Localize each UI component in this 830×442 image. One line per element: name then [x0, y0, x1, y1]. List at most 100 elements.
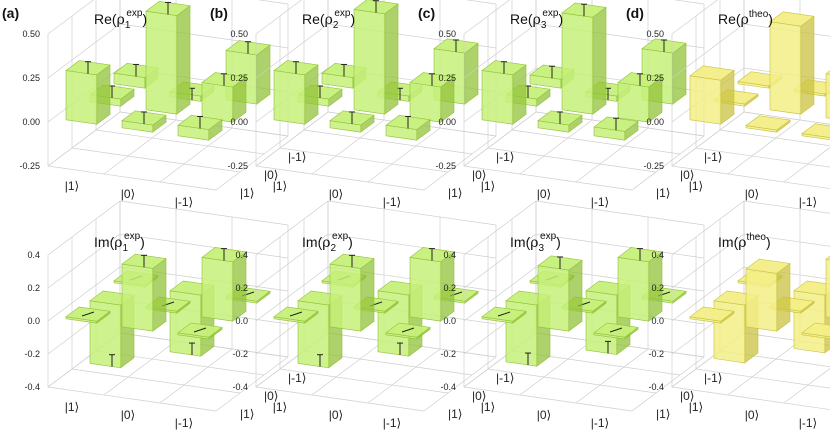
bar-1-3 [385, 114, 431, 141]
grid-line [95, 129, 265, 155]
z-tick-label: 0.00 [230, 117, 248, 127]
bar-2-3 [825, 70, 830, 119]
z-tick-label: 0.0 [651, 316, 664, 326]
x-basis-label: |-1⟩ [175, 416, 193, 430]
bar-top [793, 280, 830, 296]
x-basis-label: |-1⟩ [799, 195, 817, 209]
y-basis-label: |0⟩ [472, 389, 486, 403]
grid-line [671, 23, 830, 79]
grid-line [743, 111, 830, 125]
bar-2-2 [561, 2, 607, 115]
error-bar [289, 311, 303, 317]
y-basis-label: |-1⟩ [496, 150, 514, 164]
y-basis-label: |-1⟩ [288, 371, 306, 385]
grid-line [575, 348, 649, 404]
bar-1-2 [329, 253, 375, 332]
x-basis-label: |1⟩ [273, 400, 287, 414]
bar-face [801, 133, 830, 141]
grid-line [519, 119, 593, 175]
bar-side [776, 262, 791, 332]
grid-line [367, 348, 441, 404]
y-basis-label: |0⟩ [472, 168, 486, 182]
grid-line [671, 386, 830, 410]
bar-face [769, 21, 802, 115]
grid-line [367, 127, 441, 183]
bar-2-3 [201, 72, 247, 123]
grid-line [511, 129, 681, 155]
grid-line [311, 340, 385, 396]
z-tick-label: -0.4 [648, 382, 664, 392]
x-basis-label: |1⟩ [65, 400, 79, 414]
grid-line [695, 147, 830, 168]
grid-line [255, 111, 329, 167]
bar-side [304, 64, 319, 125]
grid-line [695, 368, 830, 389]
bar-1-1 [65, 306, 111, 324]
grid-line [255, 233, 497, 289]
grid-line [423, 135, 497, 191]
z-tick-label: 0.0 [27, 316, 40, 326]
bar-side [672, 42, 687, 105]
grid-line [47, 111, 121, 167]
y-basis-label: |1⟩ [240, 407, 254, 421]
grid-line [279, 147, 449, 173]
z-tick-label: 0.25 [230, 73, 248, 83]
y-basis-label: |1⟩ [448, 407, 462, 421]
error-bar [609, 327, 623, 333]
bar-face [273, 70, 306, 125]
chart-title: Re(ρ1exp) [94, 8, 147, 31]
chart-title: Im(ρ2exp) [302, 231, 353, 254]
x-basis-label: |0⟩ [745, 408, 759, 422]
grid-line [279, 368, 449, 394]
bar-2-2 [769, 11, 815, 115]
y-basis-label: |-1⟩ [288, 150, 306, 164]
chart-panel-3: 0.500.250.00-0.25|1⟩|0⟩|-1⟩|1⟩|0⟩|-1⟩(c)… [418, 0, 722, 209]
grid-line [463, 165, 633, 191]
z-tick-label: 0.2 [443, 283, 456, 293]
grid-line [719, 129, 830, 147]
y-basis-label: |1⟩ [240, 186, 254, 200]
grid-line [47, 200, 289, 256]
bar-face [409, 257, 442, 322]
grid-line [47, 386, 217, 412]
bar-1-3 [593, 116, 639, 141]
bar-face [561, 12, 594, 115]
grid-line [783, 147, 830, 183]
panel-label: (c) [418, 5, 435, 21]
z-tick-label: 0.4 [235, 250, 248, 260]
z-tick-label: 0.25 [22, 73, 40, 83]
bar-top [745, 115, 791, 131]
z-tick-label: -0.25 [227, 161, 248, 171]
x-basis-label: |0⟩ [121, 187, 135, 201]
bar-top [689, 306, 735, 322]
bar-face [825, 258, 830, 318]
z-tick-label: 0.50 [230, 29, 248, 39]
panel-label: (b) [210, 5, 228, 21]
y-basis-label: |1⟩ [656, 407, 670, 421]
bar-face [121, 263, 154, 332]
bar-side [800, 15, 815, 115]
bar-1-1 [689, 65, 735, 125]
grid-line [47, 23, 289, 79]
y-basis-label: |-1⟩ [496, 371, 514, 385]
bar-side [152, 258, 167, 332]
bar-side [176, 5, 191, 115]
bar-1-2 [121, 253, 167, 332]
x-basis-label: |0⟩ [329, 408, 343, 422]
x-basis-label: |0⟩ [329, 187, 343, 201]
chart-title: Re(ρ3exp) [510, 8, 563, 31]
bar-side [512, 64, 527, 125]
bar-2-2 [353, 0, 399, 115]
grid-line [159, 348, 233, 404]
bar-1-2 [537, 255, 583, 332]
z-tick-label: 0.50 [646, 29, 664, 39]
bar-face [801, 332, 830, 340]
bar-1-1 [273, 306, 319, 324]
x-basis-label: |1⟩ [481, 179, 495, 193]
x-basis-label: |-1⟩ [591, 416, 609, 430]
bar-1-3 [177, 114, 223, 141]
error-bar [497, 311, 511, 317]
z-tick-label: -0.2 [232, 349, 248, 359]
z-tick-label: 0.00 [438, 117, 456, 127]
